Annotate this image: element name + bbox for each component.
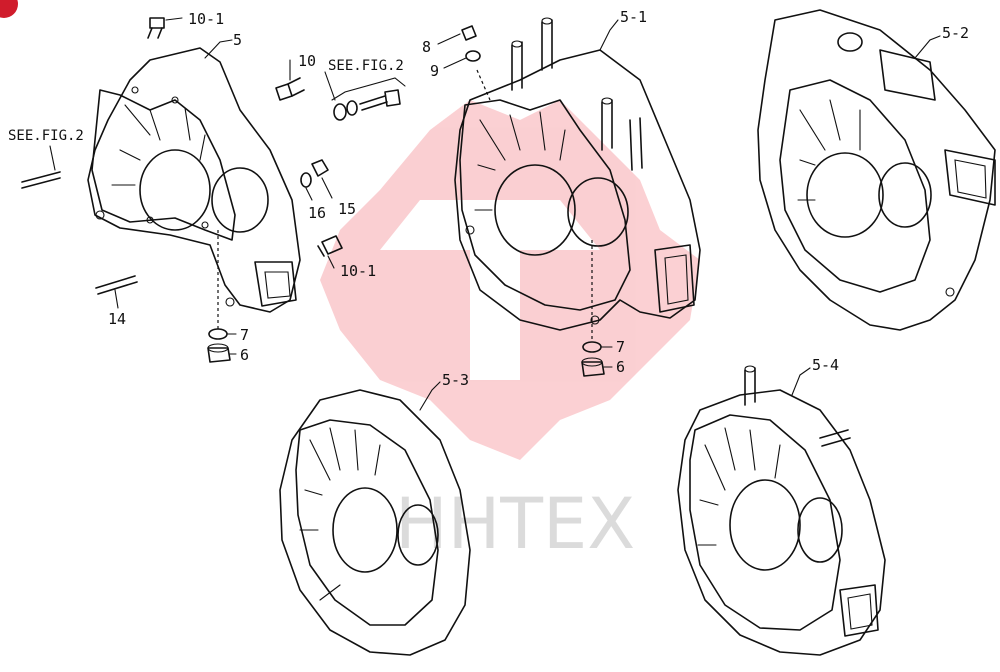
nut-15-washer-16 [300, 159, 329, 188]
washer-9 [443, 50, 481, 69]
bolt-assembly-seefig2 [331, 77, 406, 121]
watermark-logo [320, 100, 700, 460]
callout-5-1: 5-1 [620, 8, 647, 26]
callout-5: 5 [233, 31, 242, 49]
callout-10: 10 [298, 52, 316, 70]
callout-5-3: 5-3 [442, 371, 469, 389]
leader-lines [49, 19, 941, 411]
callout-see-fig-2-right: SEE.FIG.2 [328, 58, 404, 74]
callout-7-left: 7 [240, 326, 249, 344]
housing-5-1 [454, 17, 701, 340]
housing-5 [87, 47, 301, 330]
callout-6-left: 6 [240, 346, 249, 364]
callout-15: 15 [338, 200, 356, 218]
callout-8: 8 [422, 38, 431, 56]
callout-10-1-mid: 10-1 [340, 262, 376, 280]
housing-5-3 [279, 389, 471, 656]
housing-5-4 [677, 365, 886, 656]
callout-16: 16 [308, 204, 326, 222]
watermark-text: HHTEX [395, 483, 635, 565]
nut-6-left [207, 343, 231, 363]
callout-7-mid: 7 [616, 338, 625, 356]
washer-7-mid [582, 341, 602, 353]
housing-5-2 [757, 9, 996, 331]
washer-7-left [208, 328, 228, 340]
callout-5-4: 5-4 [812, 356, 839, 374]
pin-left [21, 171, 61, 189]
nut-6-mid [581, 357, 605, 377]
bolt-10 [275, 77, 305, 101]
stud-14 [95, 275, 138, 295]
callout-6-mid: 6 [616, 358, 625, 376]
bolt-10-1-top [147, 17, 183, 39]
callout-9: 9 [430, 62, 439, 80]
corner-badge [0, 0, 18, 18]
callout-10-1-top: 10-1 [188, 10, 224, 28]
callout-see-fig-2-left: SEE.FIG.2 [8, 128, 84, 144]
plug-8 [437, 25, 477, 45]
callout-14: 14 [108, 310, 126, 328]
bolt-10-1-mid [317, 235, 343, 257]
callout-5-2: 5-2 [942, 24, 969, 42]
callout-labels: 10-1 5 10 SEE.FIG.2 SEE.FIG.2 16 15 10-1… [8, 8, 969, 389]
